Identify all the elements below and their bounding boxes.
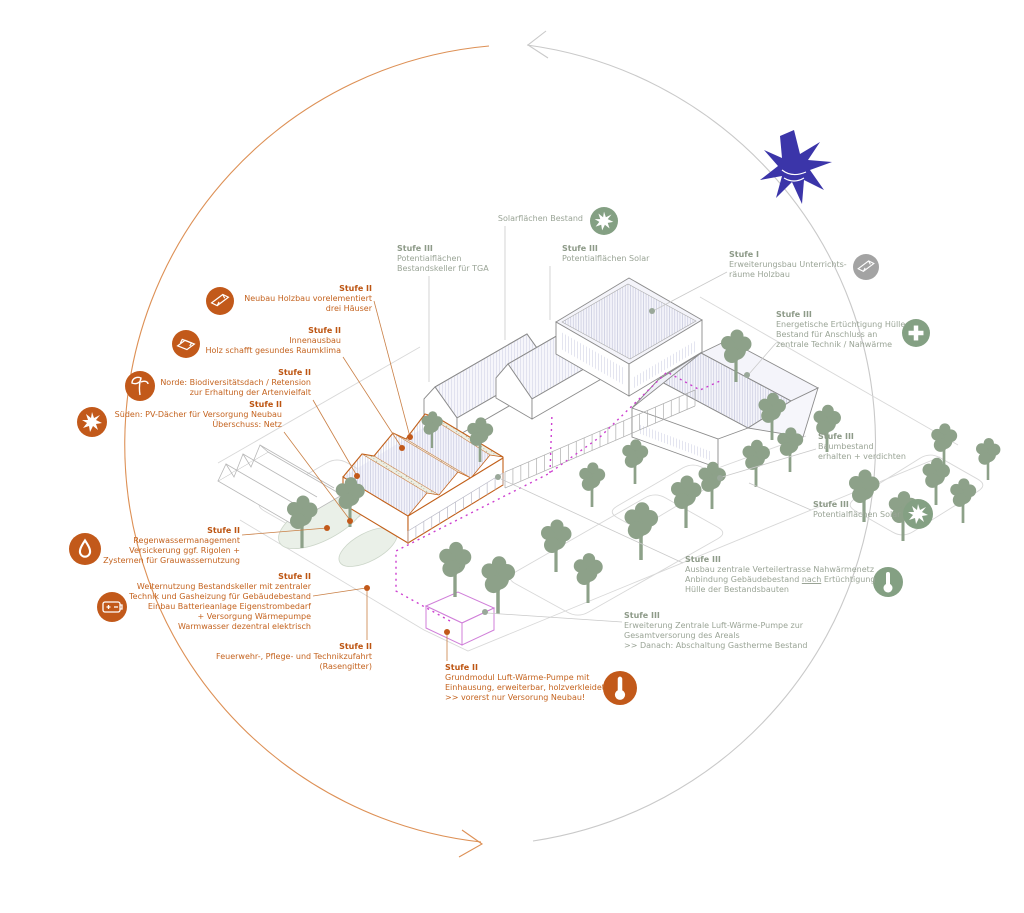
timber-gray-icon <box>853 254 879 280</box>
leader-lines <box>241 226 817 661</box>
sprout-icon <box>125 371 155 401</box>
thermometer-green-icon <box>873 567 903 597</box>
battery-icon <box>97 592 127 622</box>
heatpump-module <box>424 591 496 646</box>
label-solarflaechen-bestand: Solarflächen Bestand <box>497 214 583 223</box>
plus-icon <box>902 319 930 347</box>
heat-network-trace <box>395 371 721 622</box>
building-solar-e <box>555 277 703 397</box>
building-bestand-f <box>631 339 819 469</box>
wood-panels-icon <box>172 330 200 358</box>
walkway <box>504 389 696 489</box>
arrow-bottom-icon <box>458 829 484 858</box>
water-drop-icon <box>69 533 101 565</box>
sun-bestand-icon <box>590 207 618 235</box>
legend-icons <box>69 207 933 705</box>
sun-star-icon <box>760 130 832 204</box>
sun-pv-icon <box>77 407 107 437</box>
timber-beam-icon <box>206 287 234 315</box>
thermometer-orange-icon <box>603 671 637 705</box>
cycle-arrows <box>124 30 877 858</box>
arrow-top-icon <box>527 30 549 59</box>
site-boundaries <box>217 296 959 652</box>
sun-solar-icon <box>903 499 933 529</box>
